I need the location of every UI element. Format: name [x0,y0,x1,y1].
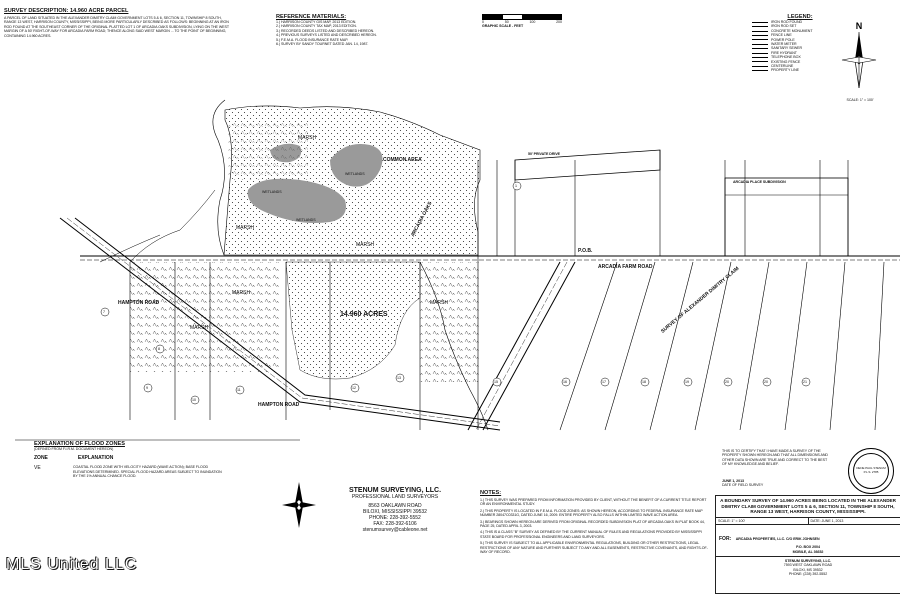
title-block-scale: SCALE: 1" = 100' [716,518,809,524]
title-block: A BOUNDARY SURVEY OF 14.960 ACRES BEING … [715,495,900,594]
wetlands-label: WETLANDS [296,218,316,222]
lot-number: 7 [103,310,105,314]
lot-number: 10 [192,398,196,402]
flood-zones-subtitle: (DEFINED FROM F.I.R.M. DOCUMENT HEREON) [34,447,239,451]
lot-number: 19 [685,380,689,384]
dotted-parcel-area [286,262,420,379]
lot-number: 20 [764,380,768,384]
note-item: 2.) THIS PROPERTY IS LOCATED IN F.E.M.A.… [480,509,710,518]
marsh-label: MARSH [298,135,316,141]
marsh-label: MARSH [236,225,254,231]
flood-zone-explanation: COASTAL FLOOD ZONE WITH VELOCITY HAZARD … [73,465,223,478]
notes-title: NOTES: [480,490,710,496]
bayou-line [213,100,225,255]
title-block-title: A BOUNDARY SURVEY OF 14.960 ACRES BEING … [716,496,900,518]
arcadia-farm-road-label: ARCADIA FARM ROAD [598,264,653,270]
marsh-area [130,262,280,372]
lot-number: 18 [642,380,646,384]
flood-zones: EXPLANATION OF FLOOD ZONES (DEFINED FROM… [34,441,239,479]
lot-number: 17 [602,380,606,384]
flood-zone-code: VE [34,465,48,478]
note-item: 5.) THIS SURVEY IS SUBJECT TO ALL APPLIC… [480,541,710,554]
certification-text: THIS IS TO CERTIFY THAT I HAVE MADE A SU… [722,449,832,467]
lot-number: 11 [237,388,241,392]
lot-number: 13 [397,376,401,380]
company-info: STENUM SURVEYING, LLC. PROFESSIONAL LAND… [300,487,490,533]
marsh-label: MARSH [232,290,250,296]
common-area-label: COMMON AREA [383,157,422,163]
wetlands-label: WETLANDS [345,172,365,176]
certification-date-label: DATE OF FIELD SURVEY [722,483,832,487]
client-city: MOBILE, AL 36652 [719,550,897,554]
hampton-road-label: HAMPTON ROAD [118,300,159,306]
hampton-road-label: HAMPTON ROAD [258,402,299,408]
lot-number: 20 [725,380,729,384]
note-item: 1.) THIS SURVEY WAS PREPARED FROM INFORM… [480,498,710,507]
flood-zone-col-zone: ZONE [34,455,48,461]
lot-number: 16 [563,380,567,384]
wetlands-label: WETLANDS [262,190,282,194]
watermark: MLS United LLC [6,556,137,574]
flood-zone-col-explanation: EXPLANATION [78,455,113,461]
company-email: stenumsurvey@cableone.net [300,527,490,533]
client-name: ARCADIA PROPERTIES, LLC. C/O ERIK JOHNSE… [736,537,820,541]
lot-number: 15 [494,380,498,384]
arcadia-place-label: ARCADIA PLACE SUBDIVISION [733,180,786,184]
company-tagline: PROFESSIONAL LAND SURVEYORS [300,494,490,500]
note-item: 4.) THIS IS A CLASS "B" SURVEY AS DEFINE… [480,530,710,539]
lot-number: 21 [803,380,807,384]
arcadia-place-block [725,178,848,256]
marsh-label: MARSH [190,325,208,331]
pob-label: P.O.B. [578,248,592,254]
company-name: STENUM SURVEYING, LLC. [300,487,490,494]
certification: THIS IS TO CERTIFY THAT I HAVE MADE A SU… [722,449,832,487]
marsh-label: MARSH [430,300,448,306]
title-block-date: DATE: JUNE 1, 2013 [809,518,900,524]
marsh-area [228,120,308,180]
lot-number: 9 [146,386,148,390]
lot-number: 1 [515,184,517,188]
arcadia-farm-road [468,262,560,430]
acres-label: 14.960 ACRES [340,312,388,318]
marsh-label: MARSH [356,242,374,248]
notes: NOTES: 1.) THIS SURVEY WAS PREPARED FROM… [480,490,710,554]
note-item: 3.) BEARINGS SHOWN HEREON ARE DERIVED FR… [480,520,710,529]
professional-seal: DENE PAUL STENUM P.L.S. 2785 [848,448,894,494]
for-label: FOR: [719,536,731,542]
seal-text: DENE PAUL STENUM P.L.S. 2785 [854,467,888,474]
firm-phone: PHONE: (228) 392-5552 [719,572,897,576]
private-drive-label: 50' PRIVATE DRIVE [528,152,560,156]
lot-number: 8 [158,347,160,351]
lot-number: 12 [352,386,356,390]
